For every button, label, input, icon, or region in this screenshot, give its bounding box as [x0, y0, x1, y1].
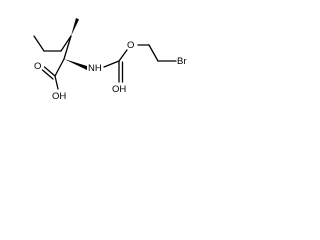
- bond-alpha-carboxyl: [54, 58, 65, 77]
- structure-svg: O OH NH O OH Br: [33, 18, 187, 102]
- atom-amine: NH: [88, 63, 102, 74]
- atom-hydroxyl: OH: [52, 91, 66, 102]
- bond-alpha-nh-wedge: [64, 59, 87, 70]
- bond-carboxyl-double-2: [41, 69, 54, 80]
- bond-carbamate-ether: [118, 49, 128, 62]
- bond-ethyl-terminal: [33, 35, 45, 52]
- bond-ch2-beta-carbon: [60, 35, 72, 52]
- molecule-diagram: O OH NH O OH Br: [0, 0, 228, 124]
- atom-bromine: Br: [177, 56, 187, 67]
- bond-ch2-ch2: [148, 44, 159, 62]
- atom-carboxyl-oxygen: O: [34, 61, 41, 72]
- bond-beta-alpha: [63, 35, 72, 60]
- atom-ether-oxygen: O: [127, 40, 134, 51]
- bond-nh-carbamate: [103, 60, 120, 68]
- bond-methyl-wedge: [71, 18, 79, 36]
- atom-carbamate-hydroxyl: OH: [112, 84, 126, 95]
- bond-carboxyl-double-1: [43, 66, 56, 77]
- bond-carboxyl-oh: [54, 75, 59, 90]
